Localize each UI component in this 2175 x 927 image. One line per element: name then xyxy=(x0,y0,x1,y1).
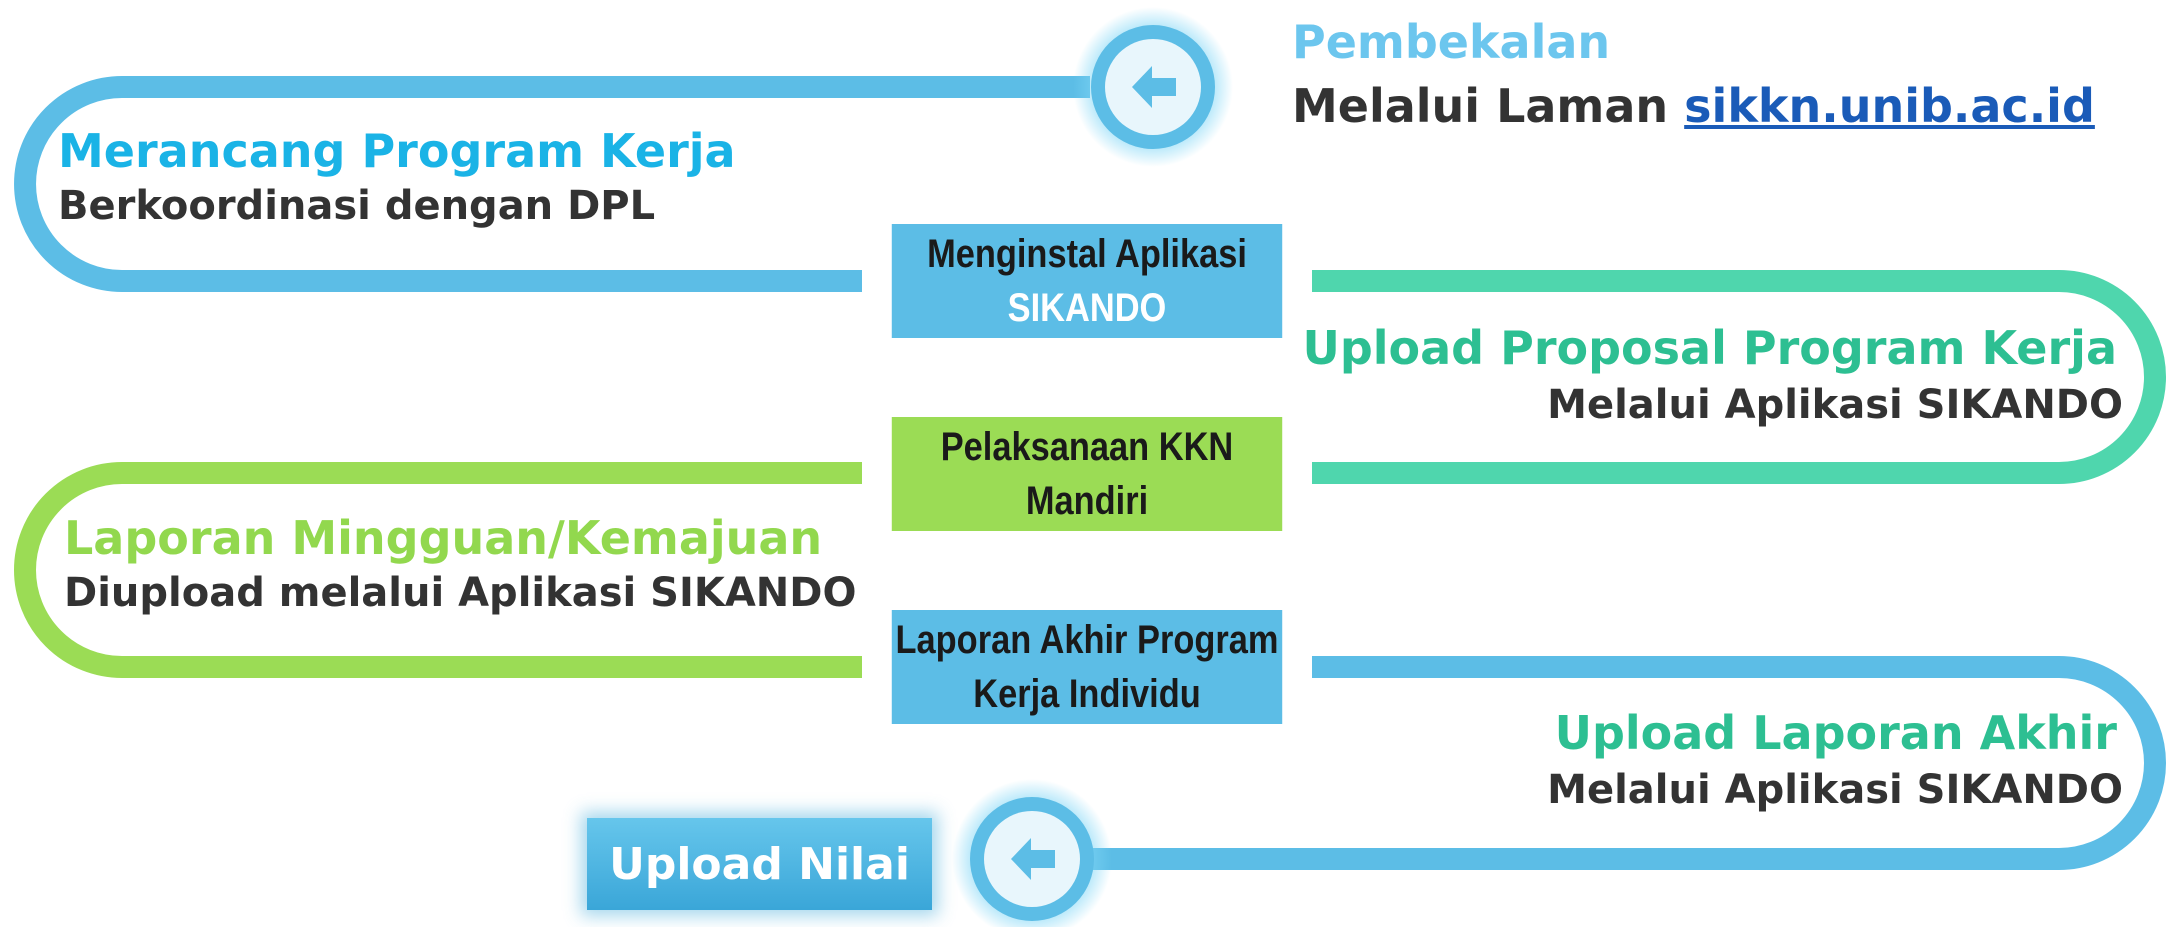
step-laporan-mingguan-subtitle: Diupload melalui Aplikasi SIKANDO xyxy=(64,570,857,616)
box-pelaksanaan-line1: Pelaksanaan KKN xyxy=(940,425,1234,469)
step-upload-proposal-subtitle: Melalui Aplikasi SIKANDO xyxy=(1547,382,2123,428)
flow-path-1 xyxy=(14,76,1090,292)
box-pelaksanaan-kkn: Pelaksanaan KKN Mandiri xyxy=(891,417,1283,531)
box-menginstal-line1: Menginstal Aplikasi xyxy=(927,232,1247,276)
box-laporan-akhir-program: Laporan Akhir Program Kerja Individu xyxy=(891,610,1283,724)
step-upload-laporan-akhir-title: Upload Laporan Akhir xyxy=(1554,706,2117,760)
box-pelaksanaan-line2: Mandiri xyxy=(1025,479,1149,523)
flow-path-4 xyxy=(1035,656,2166,870)
sikkn-link[interactable]: sikkn.unib.ac.id xyxy=(1684,79,2095,133)
step-merancang-title: Merancang Program Kerja xyxy=(58,124,736,178)
step-pembekalan-sub-prefix: Melalui Laman xyxy=(1292,79,1685,133)
box-laporan-akhir-line1: Laporan Akhir Program xyxy=(895,618,1279,662)
step-merancang-subtitle: Berkoordinasi dengan DPL xyxy=(58,183,656,229)
end-arrow-left-icon xyxy=(952,779,1112,927)
step-upload-proposal-title: Upload Proposal Program Kerja xyxy=(1302,321,2117,375)
step-upload-laporan-akhir-subtitle: Melalui Aplikasi SIKANDO xyxy=(1547,767,2123,813)
step-pembekalan-title: Pembekalan xyxy=(1292,15,1611,69)
step-pembekalan-subtitle: Melalui Laman sikkn.unib.ac.id xyxy=(1292,78,2095,134)
start-arrow-left-icon xyxy=(1073,7,1233,167)
flow-path-3 xyxy=(14,462,862,678)
box-menginstal-aplikasi: Menginstal Aplikasi SIKANDO xyxy=(891,224,1283,338)
flow-path-2 xyxy=(1312,270,2166,484)
step-laporan-mingguan-title: Laporan Mingguan/Kemajuan xyxy=(64,511,823,565)
box-laporan-akhir-line2: Kerja Individu xyxy=(973,672,1201,716)
box-menginstal-line2: SIKANDO xyxy=(1007,286,1167,330)
upload-nilai-button[interactable]: Upload Nilai xyxy=(587,818,932,910)
